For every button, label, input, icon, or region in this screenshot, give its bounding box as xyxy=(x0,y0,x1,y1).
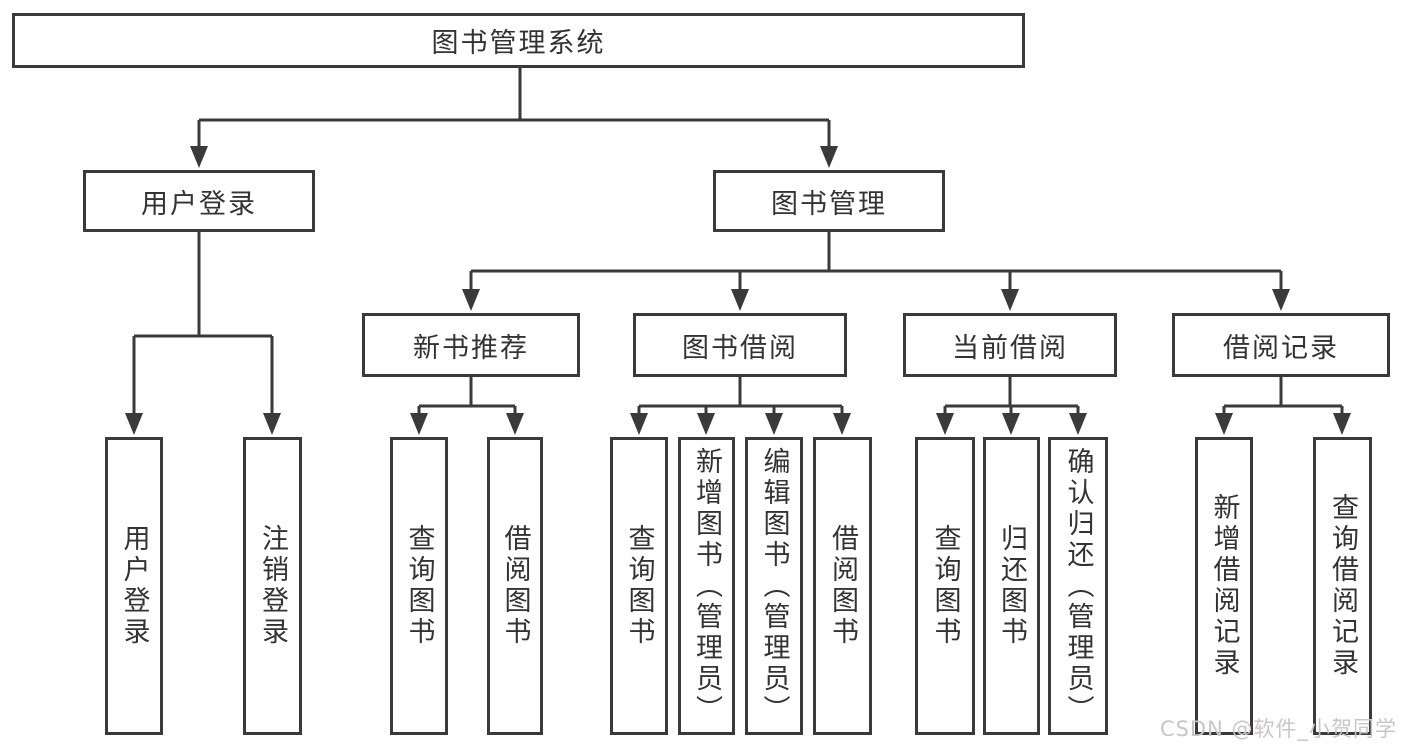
leaf-cb-return-books: 归还图书 xyxy=(983,437,1040,735)
leaf-user-login: 用户登录 xyxy=(105,437,163,735)
leaf-cb-query-books: 查询图书 xyxy=(915,437,975,735)
node-new-book-recommend-label: 新书推荐 xyxy=(413,332,529,364)
node-book-borrowing: 图书借阅 xyxy=(633,313,847,377)
leaf-cb-query-books-label: 查询图书 xyxy=(929,524,961,648)
node-library-system-label: 图书管理系统 xyxy=(431,28,606,59)
leaf-bb-edit-books-admin: 编辑图书（管理员） xyxy=(745,437,803,735)
leaf-bb-add-books-admin: 新增图书（管理员） xyxy=(678,437,735,735)
leaf-br-query-record: 查询借阅记录 xyxy=(1313,437,1372,735)
watermark: CSDN @软件_小贺同学 xyxy=(1159,717,1397,741)
node-borrowing-records: 借阅记录 xyxy=(1172,313,1390,377)
leaf-cb-confirm-return-admin: 确认归还（管理员） xyxy=(1048,437,1108,735)
node-borrowing-records-label: 借阅记录 xyxy=(1223,332,1339,364)
node-book-management-label: 图书管理 xyxy=(771,188,887,220)
leaf-logout-label: 注销登录 xyxy=(257,524,288,648)
node-user-login-label: 用户登录 xyxy=(141,188,257,220)
leaf-bb-query-books: 查询图书 xyxy=(610,437,668,735)
leaf-bb-edit-books-admin-label: 编辑图书（管理员） xyxy=(758,446,790,726)
leaf-br-add-record-label: 新增借阅记录 xyxy=(1208,493,1240,679)
node-current-borrowing: 当前借阅 xyxy=(903,313,1117,377)
leaf-bb-add-books-admin-label: 新增图书（管理员） xyxy=(691,446,722,726)
leaf-nbr-query-books: 查询图书 xyxy=(390,437,448,735)
node-new-book-recommend: 新书推荐 xyxy=(362,313,580,377)
leaf-br-query-record-label: 查询借阅记录 xyxy=(1327,493,1358,679)
leaf-br-add-record: 新增借阅记录 xyxy=(1195,437,1253,735)
leaf-bb-borrow-books-label: 借阅图书 xyxy=(827,524,858,648)
node-book-management: 图书管理 xyxy=(713,170,945,232)
leaf-user-login-label: 用户登录 xyxy=(118,524,150,648)
leaf-nbr-query-books-label: 查询图书 xyxy=(403,524,435,648)
leaf-cb-confirm-return-admin-label: 确认归还（管理员） xyxy=(1062,446,1094,726)
leaf-cb-return-books-label: 归还图书 xyxy=(996,524,1027,648)
node-user-login: 用户登录 xyxy=(83,170,315,232)
node-current-borrowing-label: 当前借阅 xyxy=(952,332,1068,364)
node-library-system: 图书管理系统 xyxy=(12,13,1025,68)
leaf-bb-borrow-books: 借阅图书 xyxy=(813,437,872,735)
leaf-nbr-borrow-books: 借阅图书 xyxy=(487,437,543,735)
leaf-bb-query-books-label: 查询图书 xyxy=(623,524,655,648)
leaf-logout: 注销登录 xyxy=(243,437,302,735)
leaf-nbr-borrow-books-label: 借阅图书 xyxy=(499,524,531,648)
node-book-borrowing-label: 图书借阅 xyxy=(682,332,798,364)
